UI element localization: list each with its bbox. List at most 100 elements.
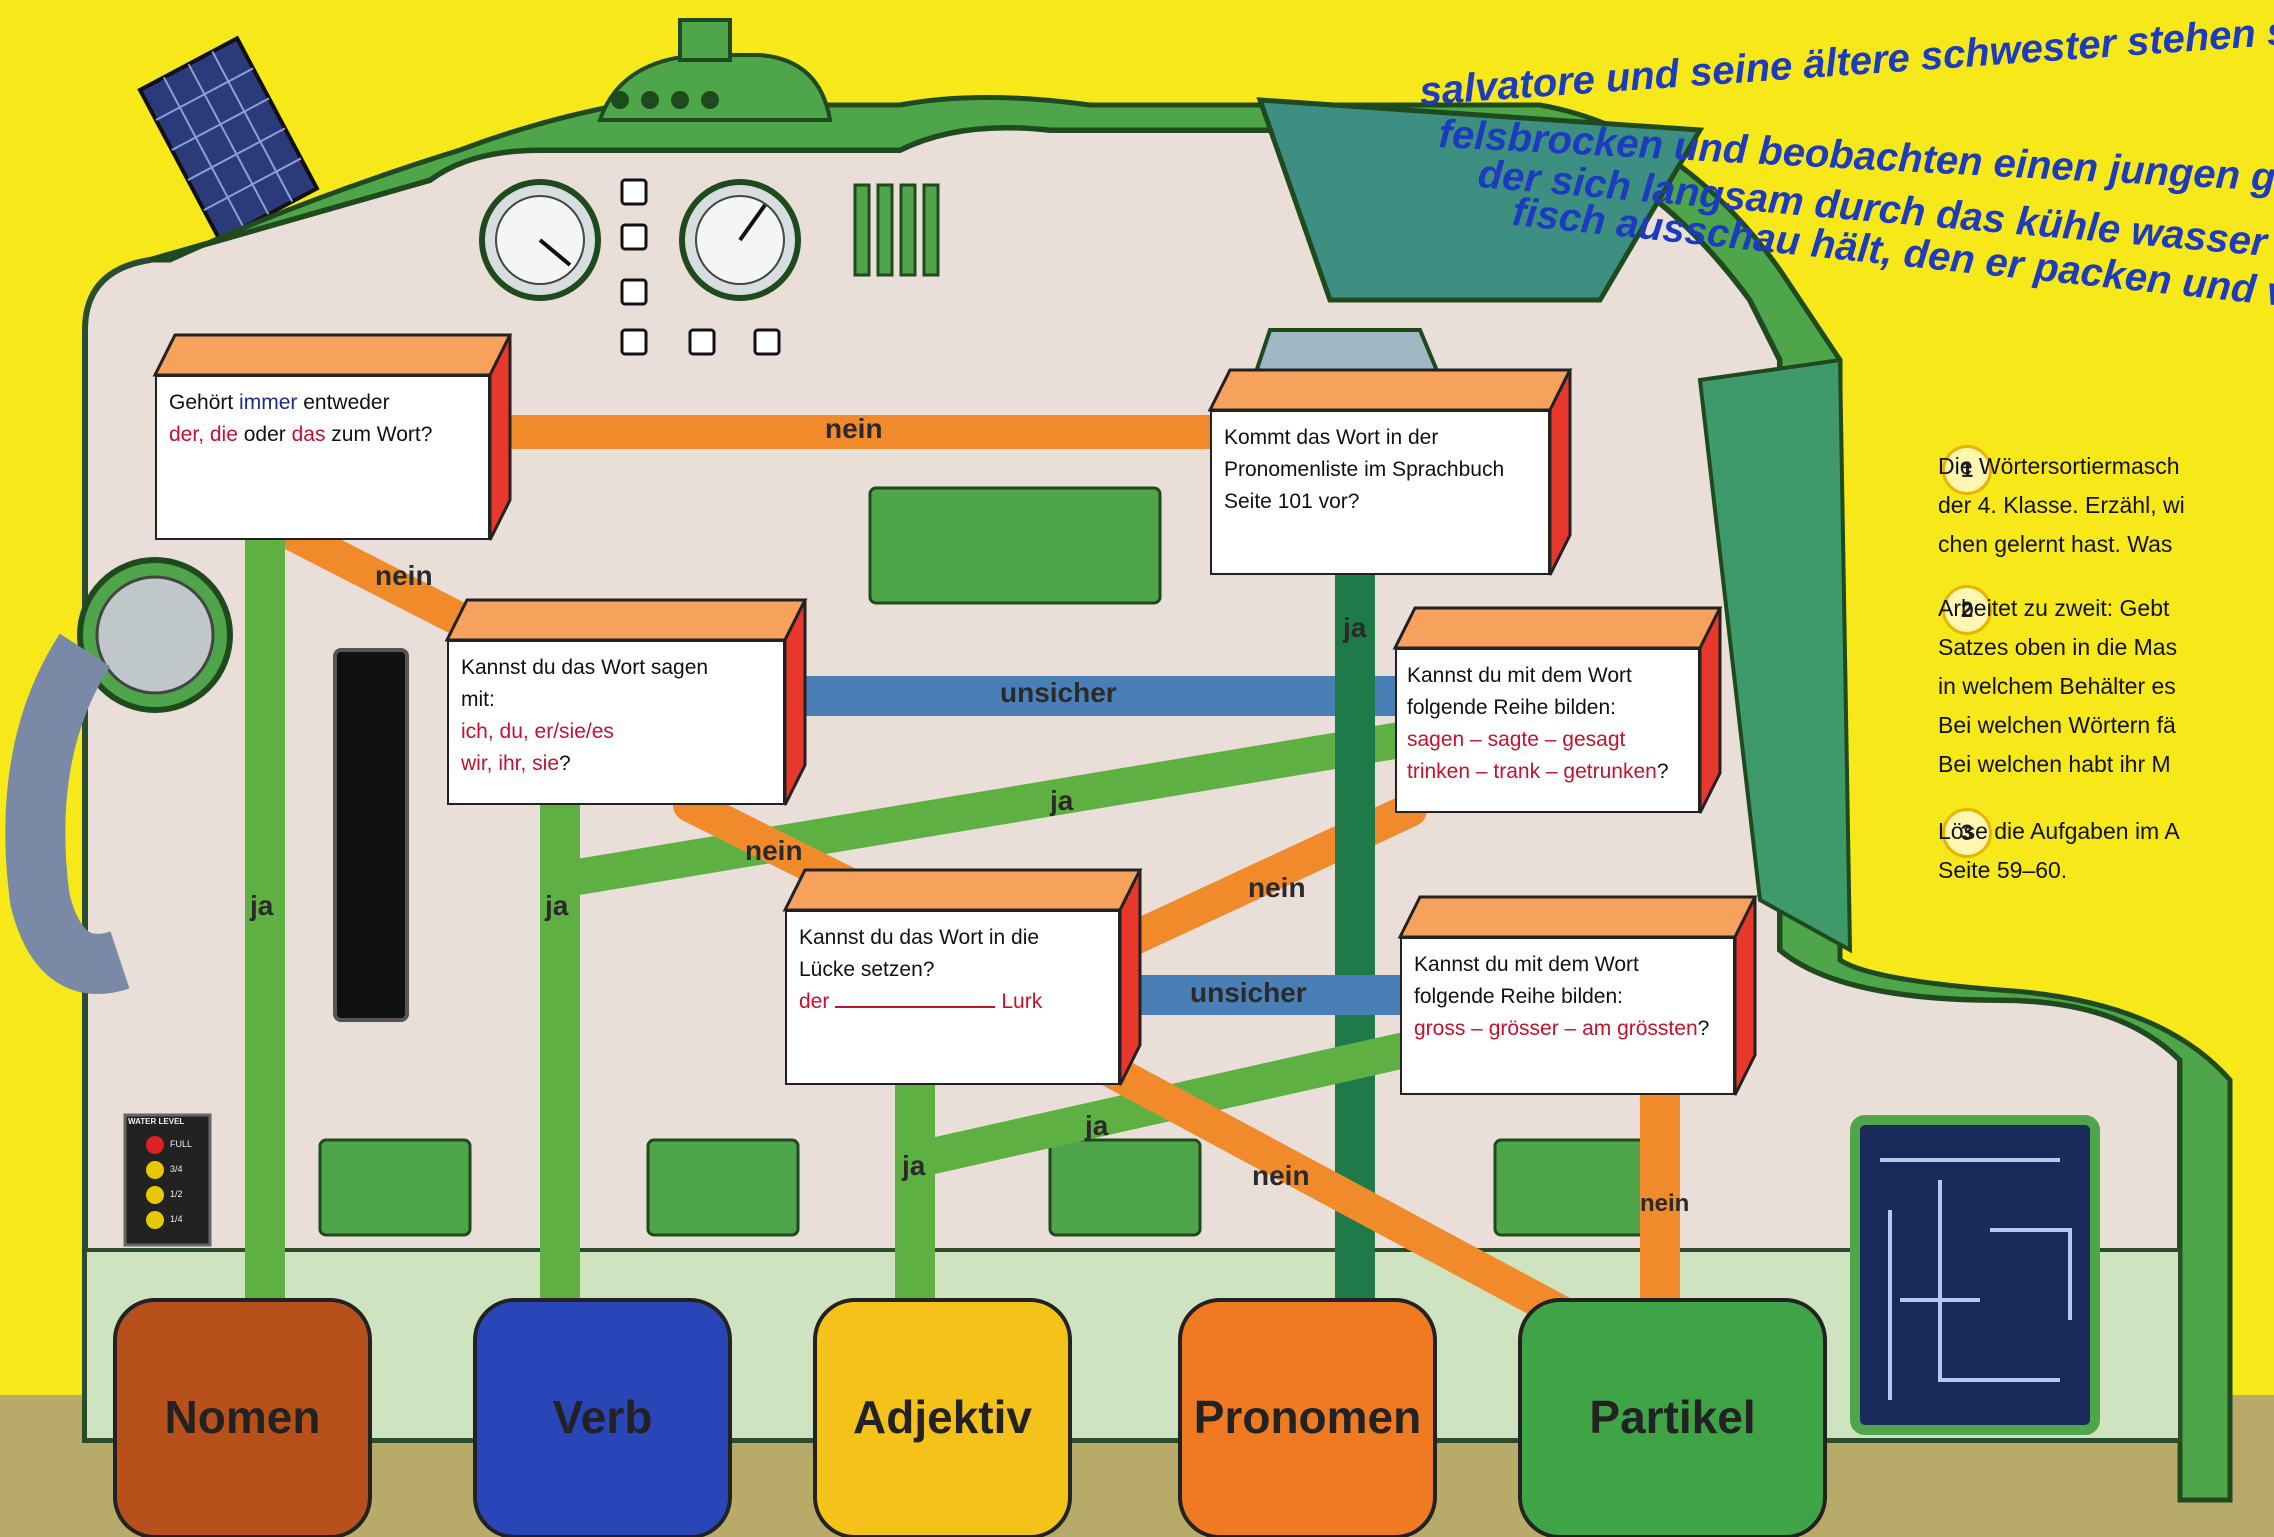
task-3: Löse die Aufgaben im A Seite 59–60.	[1938, 812, 2268, 890]
q6-question-mark: ?	[1697, 1017, 1710, 1040]
question-box-personal-pronouns: Kannst du das Wort sagen mit: ich, du, e…	[447, 640, 785, 805]
q5-article: der	[799, 990, 830, 1013]
question-box-verb-forms: Kannst du mit dem Wort folgende Reihe bi…	[1395, 648, 1700, 813]
bin-adjektiv	[813, 1298, 1072, 1537]
label-nein-q6-partikel: nein	[1640, 1190, 1690, 1217]
bin-pronomen	[1178, 1298, 1437, 1537]
q5-line-2: Lücke setzen?	[799, 958, 935, 981]
speaker-icon	[77, 557, 233, 713]
water-level-3-4: 3/4	[170, 1164, 183, 1174]
circuit-board-icon	[1850, 1115, 2100, 1435]
q1-text-mid: oder	[237, 423, 292, 446]
input-hopper	[1247, 97, 1705, 392]
water-level-1-4: 1/4	[170, 1214, 183, 1224]
q6-line-3: gross – grösser – am grössten	[1414, 1017, 1698, 1040]
pipes	[245, 415, 1680, 1350]
q2-line-2: Pronomenliste im Sprachbuch	[1224, 458, 1505, 481]
task-1: Die Wörtersortiermasch der 4. Klasse. Er…	[1938, 447, 2268, 564]
task-2: Arbeitet zu zweit: Gebt Satzes oben in d…	[1938, 589, 2268, 784]
machine-base	[83, 1248, 2182, 1442]
label-ja-nomen: ja	[250, 890, 274, 921]
label-unsicher-q3-q4: unsicher	[1000, 677, 1117, 708]
q2-line-3: Seite 101 vor?	[1224, 490, 1360, 513]
label-nein-q5-partikel: nein	[1252, 1160, 1310, 1191]
label-ja-verb: ja	[545, 890, 569, 921]
solar-panel-icon	[137, 35, 320, 243]
bin-label-nomen: Nomen	[164, 1391, 321, 1443]
q4-line-3: sagen – sagte – gesagt	[1407, 728, 1626, 751]
pipe-nein-q5-partikel	[1093, 1053, 1592, 1337]
q2-line-1: Kommt das Wort in der	[1224, 426, 1439, 449]
label-ja-q6-adjektiv: ja	[1085, 1110, 1109, 1141]
control-panel-right	[1697, 357, 1853, 954]
label-ja-q4-verb: ja	[1050, 785, 1074, 816]
q1-text: Gehört	[169, 391, 240, 414]
vent-bars	[853, 183, 940, 277]
label-ja-adjektiv: ja	[902, 1150, 926, 1181]
turret	[597, 18, 833, 122]
question-box-comparison: Kannst du mit dem Wort folgende Reihe bi…	[1400, 937, 1735, 1095]
bin-label-verb: Verb	[552, 1391, 653, 1443]
q4-question-mark: ?	[1656, 760, 1669, 783]
label-unsicher-q5-q6: unsicher	[1190, 977, 1307, 1008]
q1-text-tail: zum Wort?	[325, 423, 433, 446]
q6-line-1: Kannst du mit dem Wort	[1414, 953, 1639, 976]
pressure-gauge-icon	[479, 179, 601, 301]
q3-line-1: Kannst du das Wort sagen	[461, 656, 709, 679]
q4-line-1: Kannst du mit dem Wort	[1407, 664, 1632, 687]
task-3-line-2: Seite 59–60.	[1938, 857, 2068, 883]
pressure-gauge-icon	[679, 179, 801, 301]
task-2-line-5: Bei welchen habt ihr M	[1938, 751, 2171, 777]
bin-label-adjektiv: Adjektiv	[853, 1391, 1032, 1443]
question-box-pronoun-list: Kommt das Wort in der Pronomenliste im S…	[1210, 410, 1550, 575]
task-2-line-3: in welchem Behälter es	[1938, 673, 2176, 699]
task-number-2: 2	[1942, 585, 1992, 635]
bin-partikel	[1518, 1298, 1827, 1537]
bin-label-partikel: Partikel	[1589, 1391, 1756, 1443]
task-2-line-4: Bei welchen Wörtern fä	[1938, 712, 2176, 738]
hose	[5, 633, 130, 994]
q3-question-mark: ?	[559, 752, 571, 775]
vent-grille	[318, 486, 1647, 1237]
label-nein-q1-q3: nein	[375, 560, 433, 591]
bin-nomen	[113, 1298, 372, 1537]
meter-strip	[333, 648, 409, 1022]
task-number-1: 1	[1942, 445, 1992, 495]
q1-article-red: der, die	[169, 423, 238, 446]
question-box-article: Gehört immer entweder der, die oder das …	[155, 375, 490, 540]
task-1-line-2: der 4. Klasse. Erzähl, wi	[1938, 492, 2185, 518]
q1-emphasis: immer	[239, 391, 298, 414]
q3-line-3: ich, du, er/sie/es	[461, 720, 614, 743]
q6-line-2: folgende Reihe bilden:	[1414, 985, 1623, 1008]
q3-line-4: wir, ihr, sie	[461, 752, 560, 775]
q5-line-1: Kannst du das Wort in die	[799, 926, 1040, 949]
q4-line-2: folgende Reihe bilden:	[1407, 696, 1616, 719]
task-2-line-2: Satzes oben in die Mas	[1938, 634, 2178, 660]
box-edges	[152, 333, 1758, 1096]
water-level-full: FULL	[170, 1139, 193, 1149]
task-1-line-1: Die Wörtersortiermasch	[1938, 453, 2180, 479]
task-2-line-1: Arbeitet zu zweit: Gebt	[1938, 595, 2170, 621]
task-1-line-3: chen gelernt hast. Was	[1938, 531, 2173, 557]
q4-line-4: trinken – trank – getrunken	[1407, 760, 1657, 783]
label-nein-q3-q5: nein	[745, 835, 803, 866]
bins	[113, 1298, 1827, 1537]
label-nein-q4-q5: nein	[1248, 872, 1306, 903]
q5-blank	[835, 1006, 996, 1008]
label-nein-top: nein	[825, 413, 883, 444]
water-level-title: WATER LEVEL	[128, 1117, 185, 1126]
task-3-line-1: Löse die Aufgaben im A	[1938, 818, 2180, 844]
question-box-gap-test: Kannst du das Wort in die Lücke setzen? …	[785, 910, 1120, 1085]
q1-article-das: das	[291, 423, 326, 446]
q1-text-end: entweder	[297, 391, 390, 414]
bin-verb	[473, 1298, 732, 1537]
bin-label-pronomen: Pronomen	[1193, 1391, 1422, 1443]
pipe-ja-q4-verb	[542, 722, 1418, 898]
q5-noun: Lurk	[1001, 990, 1043, 1013]
water-level-1-2: 1/2	[170, 1189, 183, 1199]
q3-line-2: mit:	[461, 688, 495, 711]
switch-column	[620, 178, 781, 356]
water-level-panel	[123, 1113, 212, 1247]
label-ja-pronomen: ja	[1343, 612, 1367, 643]
